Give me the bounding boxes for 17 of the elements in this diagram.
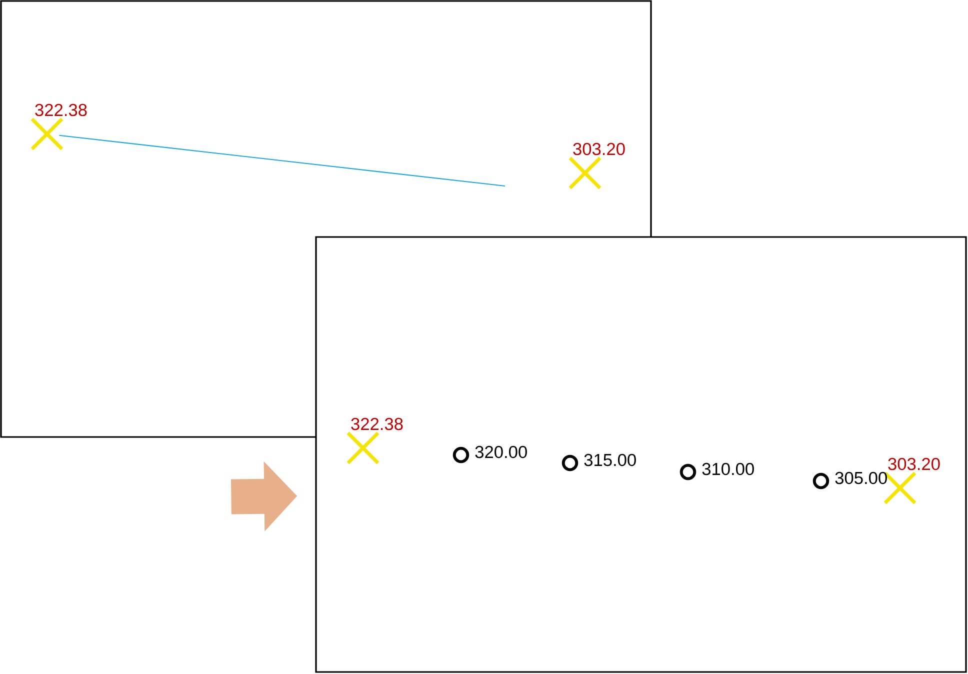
circle-marker xyxy=(680,464,696,480)
circle-marker xyxy=(452,446,470,464)
value-label: 305.00 xyxy=(835,472,887,484)
panel xyxy=(315,236,967,673)
cross-marker xyxy=(346,431,380,465)
value-label: 303.20 xyxy=(573,142,625,156)
value-label: 320.00 xyxy=(475,446,527,458)
line xyxy=(59,134,506,187)
value-label: 315.00 xyxy=(584,454,636,466)
value-label: 322.38 xyxy=(35,104,87,116)
circle-marker xyxy=(812,472,830,490)
cross-marker xyxy=(568,156,602,190)
value-label: 310.00 xyxy=(702,462,754,476)
circle-marker xyxy=(562,454,578,472)
cross-marker xyxy=(30,117,64,151)
value-label: 303.20 xyxy=(888,458,940,470)
value-label: 322.38 xyxy=(351,418,403,430)
